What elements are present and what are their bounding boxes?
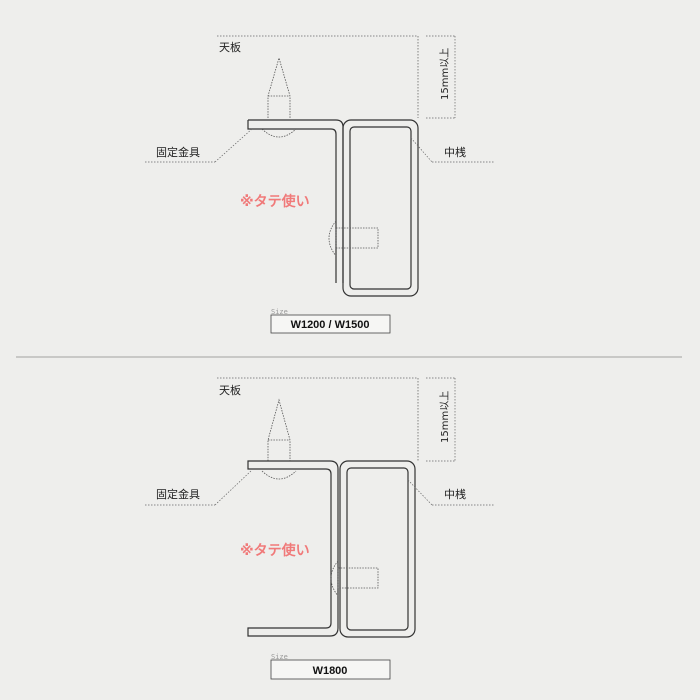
bolt-icon [330,560,379,597]
size-value: W1200 / W1500 [291,319,370,331]
warning-note: ※タテ使い [240,542,310,559]
panel-top: 天板 15mm以上 固定金具 [145,35,495,334]
bracket-label: 固定金具 [156,487,200,501]
tabletop-outline [217,377,419,461]
thickness-label: 15mm以上 [439,391,451,443]
bracket-label: 固定金具 [156,145,200,159]
size-caption: Size [271,308,288,316]
thickness-dimension: 15mm以上 [426,35,456,119]
beam-leader [410,137,433,163]
beam-label: 中桟 [444,145,466,159]
size-box [270,314,391,334]
size-value: W1800 [313,665,348,677]
beam-leader [407,479,433,506]
panel-bottom: 天板 15mm以上 固定金具 中桟 ※タテ使い Size [145,377,495,680]
thickness-dimension: 15mm以上 [426,377,456,462]
screw-icon [261,56,297,138]
beam-label: 中桟 [444,487,466,501]
screw-icon [261,398,297,480]
board-label: 天板 [219,383,241,397]
center-beam [342,119,419,297]
thickness-label: 15mm以上 [439,48,451,100]
center-beam [339,460,416,638]
bolt-icon [328,220,379,257]
size-box [270,659,391,680]
size-caption: Size [271,653,288,661]
warning-note: ※タテ使い [240,193,310,210]
board-label: 天板 [219,40,241,54]
fixing-bracket [247,460,339,637]
tabletop-outline [217,35,419,118]
